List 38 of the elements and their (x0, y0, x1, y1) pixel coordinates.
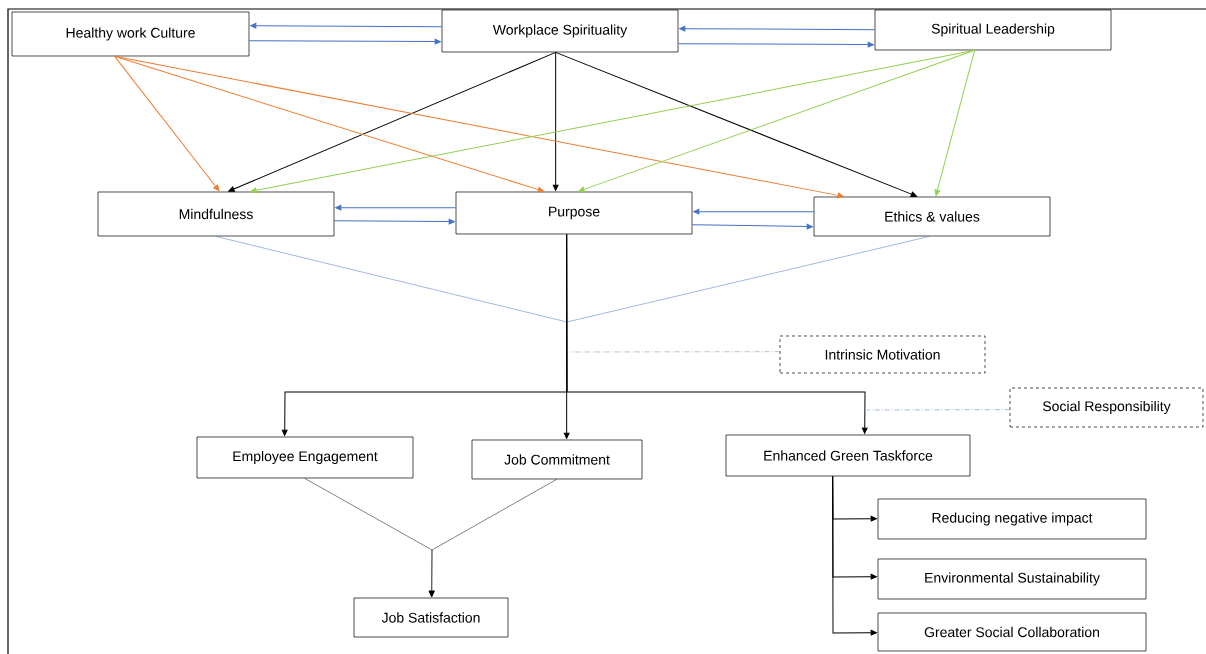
process-box: Environmental Sustainability (877, 558, 1147, 600)
arrow (114, 55, 220, 192)
process-box: Spiritual Leadership (874, 9, 1112, 51)
process-box: Job Commitment (471, 439, 643, 480)
arrow (677, 41, 874, 48)
arrow (114, 55, 544, 193)
arrow (335, 204, 457, 211)
arrow (248, 38, 441, 45)
process-box: Job Satisfaction (353, 597, 509, 638)
leader-line (866, 409, 1010, 411)
arrow (333, 218, 455, 225)
process-box: Reducing negative impact (877, 498, 1147, 540)
arrow (114, 55, 844, 199)
arrow (691, 223, 813, 230)
process-box: Workplace Spirituality (441, 9, 679, 53)
arrow (250, 22, 443, 29)
arrow (228, 51, 557, 192)
connector-line (215, 236, 568, 323)
arrow (934, 49, 976, 196)
process-box: Purpose (455, 191, 693, 235)
arrow (428, 479, 557, 598)
note-box: Social Responsibility (1009, 387, 1204, 428)
process-box: Healthy work Culture (11, 11, 250, 57)
process-box: Mindfulness (97, 191, 335, 237)
arrow (693, 208, 815, 215)
arrow (832, 475, 877, 636)
connector-line (566, 236, 930, 323)
arrow (552, 51, 559, 191)
process-box: Greater Social Collaboration (877, 612, 1147, 652)
process-box: Ethics & values (813, 196, 1051, 237)
process-box: Employee Engagement (196, 436, 414, 479)
arrow (566, 233, 868, 434)
arrow (555, 51, 917, 197)
process-box: Enhanced Green Taskforce (725, 434, 971, 477)
arrow (578, 49, 976, 193)
arrow (679, 25, 876, 32)
note-box: Intrinsic Motivation (779, 335, 986, 374)
leader-line (568, 351, 780, 353)
